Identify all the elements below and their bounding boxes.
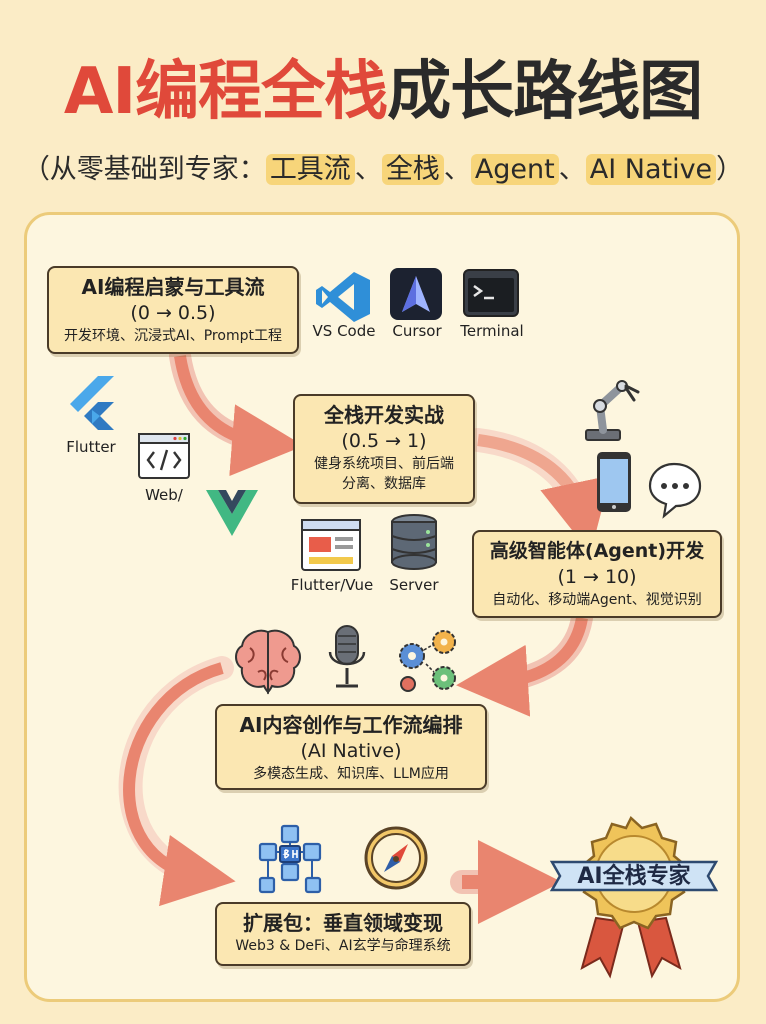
stage-4-range: (AI Native): [300, 740, 402, 762]
compass-icon: [364, 826, 428, 890]
stage-5-title: 扩展包：垂直领域变现: [243, 911, 443, 935]
terminal-label: Terminal: [460, 322, 524, 340]
arrow-stage4-to-stage5: [118, 656, 236, 907]
stage-1-range: (0 → 0.5): [130, 302, 216, 324]
subtitle-prefix: （从零基础到专家：: [22, 154, 266, 185]
arrow-stage2-to-stage3: [466, 428, 611, 554]
vscode-label: VS Code: [312, 322, 376, 340]
stage-2-range: (0.5 → 1): [341, 430, 427, 452]
stage-1-title: AI编程启蒙与工具流: [81, 275, 265, 299]
subtitle-highlight-fullstack: 全栈: [381, 154, 444, 185]
fluttervue-label: Flutter/Vue: [290, 576, 374, 594]
gears-workflow-icon: [399, 630, 456, 692]
vue-icon: [206, 490, 258, 536]
subtitle-suffix: ）: [716, 154, 744, 185]
stage-5-desc: Web3 & DeFi、AI玄学与命理系统: [235, 938, 451, 954]
subtitle-highlight-ai-native: AI Native: [585, 154, 717, 185]
flutter-icon: [70, 376, 114, 430]
blockchain-icon: [258, 824, 322, 894]
brain-icon: [235, 629, 301, 695]
badge-label: AI全栈专家: [577, 864, 691, 889]
stage-5-node: 扩展包：垂直领域变现 Web3 & DeFi、AI玄学与命理系统: [215, 902, 471, 966]
title-part-2: 成长路线图: [387, 55, 703, 129]
stage-4-node: AI内容创作与工作流编排 (AI Native) 多模态生成、知识库、LLM应用: [215, 704, 487, 790]
frontend-window-icon: [301, 519, 361, 571]
cursor-icon: [390, 268, 442, 320]
subtitle-sep-2: 、: [443, 154, 471, 185]
page-title: AI编程全栈成长路线图: [0, 52, 766, 132]
stage-1-desc: 开发环境、沉浸式AI、Prompt工程: [64, 328, 282, 344]
cursor-label: Cursor: [392, 322, 442, 340]
stage-2-node: 全栈开发实战 (0.5 → 1) 健身系统项目、前后端 分离、数据库: [293, 394, 475, 504]
smartphone-icon: [597, 452, 631, 512]
award-badge-icon: [549, 815, 719, 979]
flutter-label: Flutter: [66, 438, 116, 456]
subtitle-highlight-tools: 工具流: [265, 154, 355, 185]
stage-3-desc: 自动化、移动端Agent、视觉识别: [492, 592, 702, 608]
arrow-stage3-to-stage4: [456, 607, 593, 717]
page-subtitle: （从零基础到专家：工具流、全栈、Agent、AI Native）: [0, 150, 766, 190]
chat-bubble-icon: [648, 462, 702, 519]
stage-3-range: (1 → 10): [557, 566, 637, 588]
stage-2-desc-line-2: 分离、数据库: [342, 476, 426, 492]
stage-3-title: 高级智能体(Agent)开发: [489, 540, 705, 562]
arrow-stage1-to-stage2: [169, 345, 304, 477]
subtitle-sep-3: 、: [558, 154, 586, 185]
terminal-icon: [463, 269, 519, 317]
subtitle-highlight-agent: Agent: [470, 154, 559, 185]
stage-1-node: AI编程启蒙与工具流 (0 → 0.5) 开发环境、沉浸式AI、Prompt工程: [47, 266, 299, 354]
server-database-icon: [391, 514, 437, 570]
stage-4-title: AI内容创作与工作流编排: [239, 713, 463, 737]
vscode-icon: [316, 272, 370, 322]
stage-2-desc-line-1: 健身系统项目、前后端: [314, 456, 454, 472]
stage-3-node: 高级智能体(Agent)开发 (1 → 10) 自动化、移动端Agent、视觉识…: [472, 530, 722, 618]
title-part-1: AI编程全栈: [63, 55, 388, 129]
robot-arm-icon: [585, 380, 640, 441]
stage-4-desc: 多模态生成、知识库、LLM应用: [253, 766, 449, 782]
stage-2-title: 全栈开发实战: [324, 403, 444, 427]
microphone-icon: [328, 625, 366, 688]
web-label: Web/: [145, 486, 183, 504]
server-label: Server: [389, 576, 439, 594]
subtitle-sep-1: 、: [354, 154, 382, 185]
web-code-icon: [138, 433, 190, 479]
